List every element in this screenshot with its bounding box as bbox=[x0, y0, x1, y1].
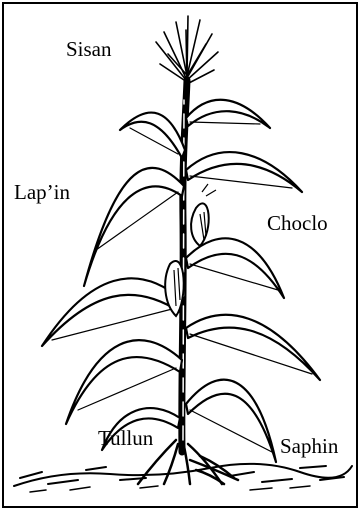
label-sisan: Sisan bbox=[66, 39, 112, 60]
soil-ground bbox=[14, 464, 352, 492]
tassel bbox=[156, 16, 218, 84]
label-lapin: Lap’in bbox=[14, 182, 70, 203]
label-choclo: Choclo bbox=[267, 213, 328, 234]
stalk bbox=[182, 80, 187, 452]
label-saphin: Saphin bbox=[280, 436, 340, 457]
label-tullun: Tullun bbox=[98, 428, 153, 449]
